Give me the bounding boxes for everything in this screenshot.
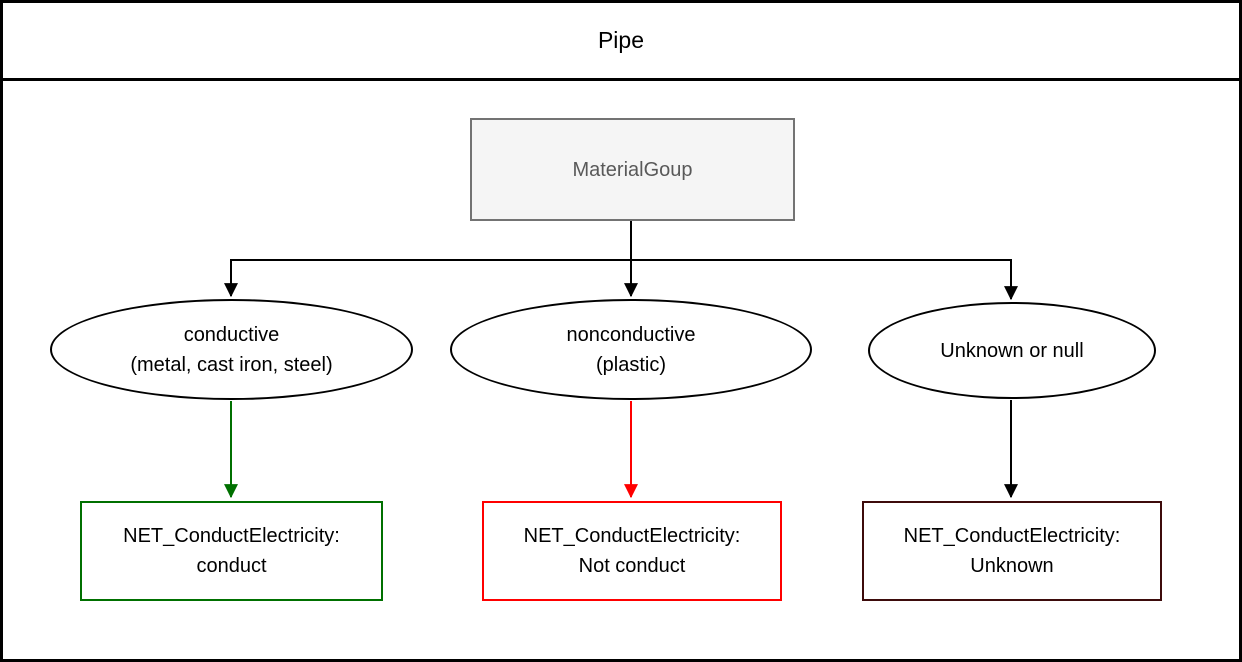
result-label-line2: conduct bbox=[196, 555, 267, 577]
result-label-line1: NET_ConductElectricity: bbox=[523, 525, 741, 547]
result-label-line1: NET_ConductElectricity: bbox=[903, 525, 1121, 547]
result-box-not-conduct: NET_ConductElectricity: Not conduct bbox=[482, 501, 782, 601]
result-label-line1: NET_ConductElectricity: bbox=[123, 525, 340, 547]
result-label-line2: Not conduct bbox=[578, 555, 686, 577]
condition-ellipse-nonconductive: nonconductive (plastic) bbox=[450, 299, 812, 400]
condition-label-line2: (plastic) bbox=[595, 353, 666, 376]
root-node-materialgroup: MaterialGoup bbox=[470, 118, 795, 221]
title-band: Pipe bbox=[3, 3, 1239, 81]
condition-ellipse-unknown: Unknown or null bbox=[868, 302, 1156, 399]
condition-label-line1: nonconductive bbox=[566, 323, 696, 346]
condition-label-line1: conductive bbox=[183, 323, 280, 346]
condition-ellipse-conductive: conductive (metal, cast iron, steel) bbox=[50, 299, 413, 400]
diagram-title: Pipe bbox=[597, 27, 645, 53]
result-box-conduct: NET_ConductElectricity: conduct bbox=[80, 501, 383, 601]
condition-label-line2: (metal, cast iron, steel) bbox=[130, 353, 333, 376]
root-node-label: MaterialGoup bbox=[572, 158, 693, 181]
result-box-unknown: NET_ConductElectricity: Unknown bbox=[862, 501, 1162, 601]
result-label-line2: Unknown bbox=[970, 555, 1054, 577]
condition-label-line1: Unknown or null bbox=[940, 339, 1084, 362]
